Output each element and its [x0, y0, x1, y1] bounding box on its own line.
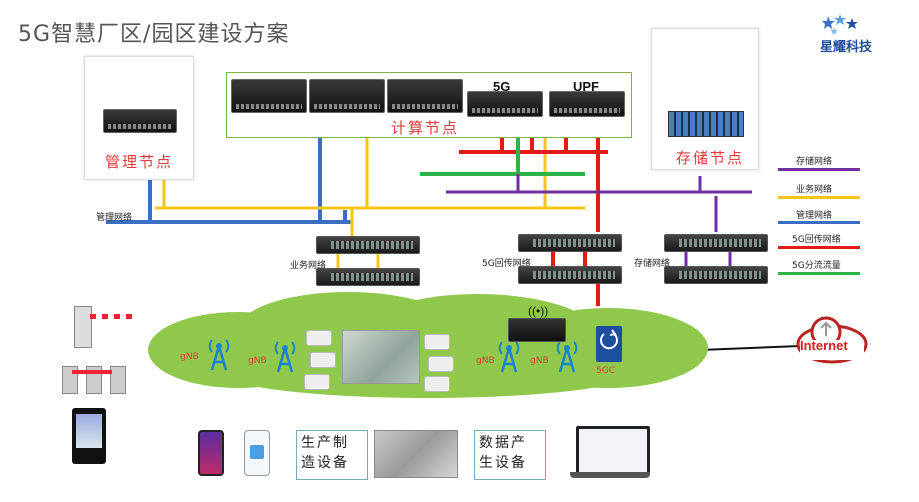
business-switch-1: [316, 236, 420, 254]
small-cell-6: [424, 376, 450, 392]
star-logo-icon: [822, 14, 858, 35]
storage-node-label: 存储节点: [676, 149, 745, 167]
management-node: 管理节点: [84, 56, 194, 180]
compute-node-label: 计算节点: [391, 119, 460, 137]
antenna-icon-1: [208, 339, 230, 371]
legend-backhaul-line: [778, 246, 860, 249]
wifi-icon: ((•)): [528, 304, 549, 318]
legend-split-label: 5G分流流量: [792, 261, 841, 271]
logo-text: 星耀科技: [820, 40, 873, 55]
internet-cloud-icon: [796, 316, 868, 364]
storage-switch-1: [664, 234, 768, 252]
antenna-icon-2: [274, 341, 296, 373]
turnstile: [58, 356, 126, 396]
data-device-box: 数据产生设备: [474, 430, 546, 480]
small-cell-5: [428, 356, 454, 372]
business-net-label: 业务网络: [290, 261, 327, 271]
small-cell-2: [310, 352, 336, 368]
compute-server-3: [387, 79, 463, 113]
small-cell-3: [304, 374, 330, 390]
campus-aerial-image: [342, 330, 420, 384]
internet-link: [699, 345, 801, 351]
barrier-gate: [74, 306, 138, 350]
server-upf: [549, 91, 625, 117]
edge-gateway: [508, 318, 566, 342]
legend-storage-label: 存储网络: [796, 157, 833, 167]
gnb-label-2: gNB: [248, 356, 267, 366]
backhaul-switch-1: [518, 234, 622, 252]
legend-business-label: 业务网络: [796, 185, 833, 195]
server-upf-label: UPF: [573, 79, 599, 94]
small-cell-1: [306, 330, 332, 346]
storage-network-lines: [446, 174, 752, 266]
antenna-icon-4: [556, 341, 578, 373]
core-5gc-label: 5GC: [596, 366, 615, 376]
compute-node: 5G UPF 计算节点: [226, 72, 632, 138]
antenna-icon-3: [498, 341, 520, 373]
production-device-box: 生产制造设备: [296, 430, 368, 480]
page-title: 5G智慧厂区/园区建设方案: [18, 22, 290, 47]
legend-management-line: [778, 221, 860, 224]
logo: [822, 14, 892, 54]
storage-array: [668, 111, 744, 137]
server-5g-label: 5G: [493, 79, 511, 94]
business-switch-2: [316, 268, 420, 286]
storage-node: 存储节点: [651, 28, 759, 170]
legend-storage-line: [778, 168, 860, 171]
legend-management-label: 管理网络: [796, 211, 833, 221]
legend: 存储网络 业务网络 管理网络 5G回传网络 5G分流流量: [778, 150, 878, 280]
small-cell-4: [424, 334, 450, 350]
gnb-label-4: gNB: [530, 356, 549, 366]
backhaul-switch-2: [518, 266, 622, 284]
backhaul-net-label: 5G回传网络: [482, 259, 531, 269]
smartphone-icon: [198, 430, 224, 476]
storage-net-label: 存储网络: [634, 259, 671, 269]
server-5g: [467, 91, 543, 117]
compute-server-1: [231, 79, 307, 113]
production-line-image: [374, 430, 458, 478]
phone-app-icon: [244, 430, 270, 476]
management-server: [103, 109, 177, 133]
management-net-label: 管理网络: [96, 213, 133, 223]
gnb-label-3: gNB: [476, 356, 495, 366]
core-5gc-icon: [596, 326, 622, 362]
laptop-icon: [570, 426, 650, 480]
storage-switch-2: [664, 266, 768, 284]
gnb-label-1: gNB: [180, 352, 199, 362]
legend-business-line: [778, 196, 860, 199]
legend-backhaul-label: 5G回传网络: [792, 235, 841, 245]
legend-split-line: [778, 272, 860, 275]
face-recognition-terminal: [72, 408, 106, 464]
management-node-label: 管理节点: [105, 153, 174, 171]
internet-label: Internet: [800, 338, 848, 353]
compute-server-2: [309, 79, 385, 113]
